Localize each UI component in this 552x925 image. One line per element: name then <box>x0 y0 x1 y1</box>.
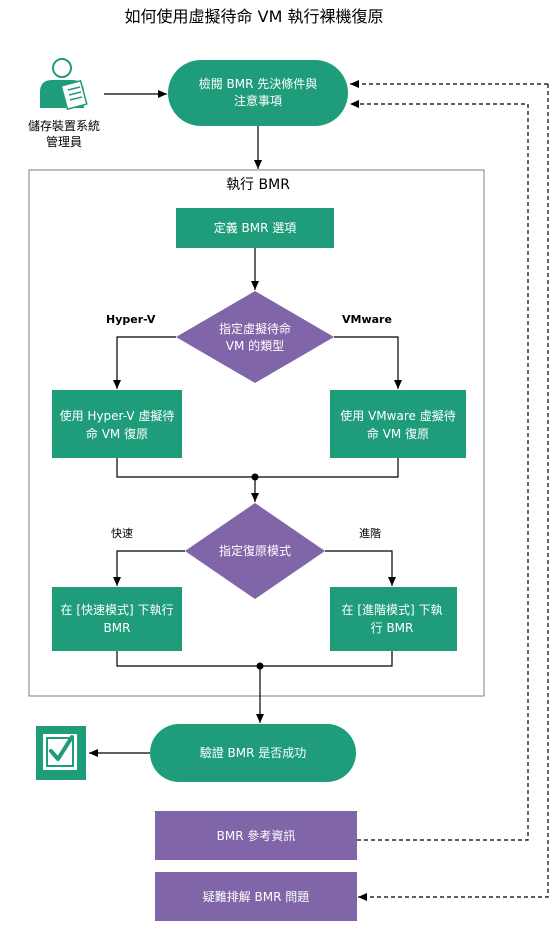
connector-decision-advanced <box>325 550 396 586</box>
restore-vmware-line2: 命 VM 復原 <box>367 426 429 441</box>
advanced-mode-line2: 行 BMR <box>371 621 414 635</box>
verify-bmr-node <box>150 724 356 782</box>
troubleshoot-bmr-node <box>155 872 357 921</box>
decision-mode-label: 指定復原模式 <box>219 543 291 558</box>
review-label-line1: 檢閱 BMR 先決條件與 <box>199 76 318 91</box>
checkbox-check-icon <box>36 726 86 780</box>
connector-hyperv-merge <box>116 458 399 478</box>
restore-vmware-node <box>330 390 466 458</box>
storage-admin-icon <box>40 58 88 111</box>
group-label: 執行 BMR <box>226 177 290 193</box>
connector-decision-vmware <box>334 336 402 389</box>
define-label: 定義 BMR 選項 <box>214 220 297 235</box>
perform-bmr-group <box>28 169 485 697</box>
branch-advanced-label: 進階 <box>359 526 381 540</box>
define-bmr-options-node <box>176 208 334 248</box>
connector-decision-hyperv <box>113 336 176 389</box>
decision-vm-line2: VM 的類型 <box>226 338 284 353</box>
branch-vmware-label: VMware <box>342 313 392 326</box>
dashed-connector-troubleshoot <box>358 84 549 901</box>
troubleshoot-label: 疑難排解 BMR 問題 <box>203 889 310 904</box>
actor-label-line1: 儲存裝置系統 <box>28 119 100 133</box>
bmr-reference-node <box>155 811 357 860</box>
reference-label: BMR 參考資訊 <box>217 828 296 843</box>
branch-express-label: 快速 <box>111 527 133 540</box>
diagram-title: 如何使用虛擬待命 VM 執行裸機復原 <box>125 7 384 26</box>
branch-hyperv-label: Hyper-V <box>106 313 156 326</box>
actor-label-line2: 管理員 <box>46 134 82 149</box>
express-mode-line1: 在 [快速模式] 下執行 <box>61 603 174 617</box>
advanced-mode-line1: 在 [進階模式] 下執 <box>342 602 443 617</box>
express-mode-line2: BMR <box>104 621 131 635</box>
review-prerequisites-node <box>168 60 348 126</box>
decision-restore-mode <box>185 503 325 599</box>
connector-modes-merge <box>116 651 393 667</box>
advanced-mode-node <box>330 587 457 651</box>
restore-hyperv-line2: 命 VM 復原 <box>86 426 148 441</box>
decision-vm-type <box>176 291 334 383</box>
restore-hyperv-node <box>52 390 182 458</box>
restore-vmware-line1: 使用 VMware 虛擬待 <box>340 408 455 423</box>
connector-decision-express <box>113 550 185 586</box>
dashed-connector-reference <box>350 100 529 841</box>
verify-label: 驗證 BMR 是否成功 <box>200 745 307 760</box>
decision-vm-line1: 指定虛擬待命 <box>219 321 291 336</box>
review-label-line2: 注意事項 <box>234 93 282 108</box>
restore-hyperv-line1: 使用 Hyper-V 虛擬待 <box>60 408 175 423</box>
express-mode-node <box>52 587 182 651</box>
